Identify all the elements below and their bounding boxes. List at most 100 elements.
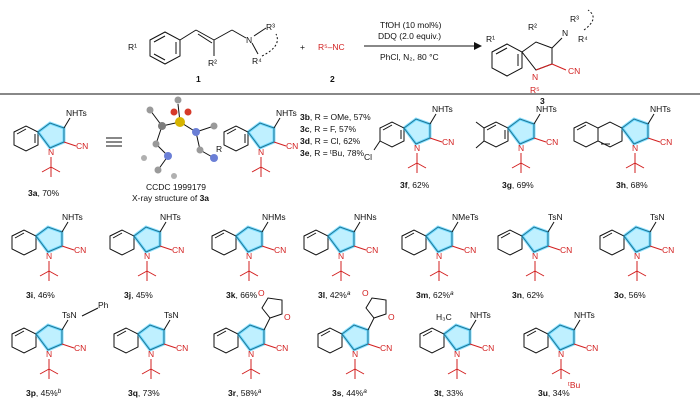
svg-text:3b, R = OMe, 57%: 3b, R = OMe, 57% (300, 112, 371, 122)
aryl-ring (523, 327, 549, 354)
svg-text:3c, R = F, 57%: 3c, R = F, 57% (300, 124, 356, 134)
tbu-methyl-1 (39, 270, 50, 277)
aryl-ring (109, 229, 135, 256)
aryl-ring (11, 229, 37, 256)
xray-caption-cpd: 3a (200, 193, 210, 203)
label-3e: 3e (300, 148, 310, 158)
n-3r: N (248, 349, 254, 359)
plus-sign: + (300, 42, 305, 52)
yield-3t: , 33% (442, 388, 464, 398)
label-3d: 3d (300, 136, 310, 146)
yield-3n: , 62% (522, 290, 544, 300)
cn-3j: CN (172, 245, 184, 255)
caption-3i: 3i, 46% (26, 290, 55, 300)
group-3u: NHTs (574, 310, 595, 320)
pyrrole-highlight (136, 323, 166, 352)
caption-3n: 3n, 62% (512, 290, 544, 300)
r1-label-3: R¹ (486, 34, 495, 44)
condition-line-2: DDQ (2.0 equiv.) (378, 31, 441, 41)
substrate-1: R¹ R² N R³ R⁴ 1 (128, 22, 278, 84)
nhts-3a: NHTs (66, 108, 87, 118)
tbu-methyl-2 (248, 270, 259, 277)
group-3n: TsN (548, 212, 563, 222)
reaction-arrow: TfOH (10 mol%) DDQ (2.0 equiv.) PhCl, N₂… (364, 20, 482, 62)
cn-bond (469, 343, 483, 349)
tbu-methyl-1 (331, 270, 342, 277)
pyrrole-highlight (622, 225, 652, 254)
n-3l: N (338, 251, 344, 261)
allyl-chain (81, 307, 99, 317)
caption-3s: 3s, 44%a (332, 388, 367, 399)
yield-3r: , 58% (236, 388, 258, 398)
group-3m: NMeTs (452, 212, 478, 222)
r2-label-1: R² (208, 58, 217, 68)
nhts-3f: NHTs (432, 104, 453, 114)
footnote-3r: a (258, 388, 262, 395)
n-3t: N (454, 349, 460, 359)
caption-3q: 3q, 73% (128, 388, 160, 398)
caption-3p: 3p, 45%b (26, 388, 62, 399)
ccdc-number: CCDC 1999179 (146, 182, 206, 192)
nhts-3g: NHTs (536, 104, 557, 114)
label-3a: 3a (28, 188, 38, 198)
tbu-methyl-2 (48, 270, 59, 277)
tbu-label-3u: ᵗBu (568, 380, 581, 390)
imide-bond (367, 317, 375, 331)
group-3t: NHTs (470, 310, 491, 320)
tbu-methyl-2 (250, 368, 261, 375)
cn-3s: CN (380, 343, 392, 353)
yield-3j: , 45% (131, 290, 153, 300)
cl-3f: Cl (364, 152, 372, 162)
text-3e: , R = ᵗBu, 78% (309, 148, 364, 158)
label-3p: 3p (26, 388, 36, 398)
yield-3h: , 68% (626, 180, 648, 190)
aryl-double-bond (422, 330, 433, 337)
svg-text:3f, 62%: 3f, 62% (400, 180, 430, 190)
cn-3h: CN (660, 137, 672, 147)
cn-3t: CN (482, 343, 494, 353)
aryl-double-bond (216, 330, 227, 337)
svg-text:3h, 68%: 3h, 68% (616, 180, 648, 190)
tbu-methyl-2 (560, 368, 571, 375)
cn-bond (61, 343, 75, 349)
compound-3h: NHTs CN N 3h, 68% (573, 104, 672, 190)
yield-3u: , 34% (548, 388, 570, 398)
n-3m: N (436, 251, 442, 261)
yield-3p: , 45% (36, 388, 58, 398)
label-3q: 3q (128, 388, 138, 398)
equivalence-sign (106, 137, 122, 147)
yield-3l: , 42% (325, 290, 347, 300)
label-3k: 3k (226, 290, 236, 300)
amide-bond (163, 319, 171, 331)
tbu-methyl-1 (627, 270, 638, 277)
compound-3f: Cl NHTs CN N 3f, 62% (364, 104, 454, 190)
cn-3u: CN (586, 343, 598, 353)
amide-bond (649, 221, 657, 233)
oxygen-1-3s: O (362, 288, 369, 298)
cn-bond (573, 343, 587, 349)
aryl-double-bond (320, 330, 331, 337)
footnote-3l: a (347, 290, 351, 297)
cn-bond (547, 245, 561, 251)
tbu-methyl-2 (636, 270, 647, 277)
text-3d: , R = Cl, 62% (310, 136, 361, 146)
tbu-methyl-1 (551, 368, 562, 375)
amide-bond (159, 221, 167, 233)
caption-3r: 3r, 58%a (228, 388, 262, 399)
caption-3t: 3t, 33% (434, 388, 464, 398)
compound-3g: NHTs CN N 3g, 69% (475, 104, 558, 190)
cn-3l: CN (366, 245, 378, 255)
imide-bond (263, 317, 271, 331)
aryl-double-bond (14, 232, 25, 239)
n-3f: N (414, 143, 420, 153)
xray-caption: X-ray structure of (132, 193, 200, 203)
tbu-methyl-1 (241, 368, 252, 375)
r3-label-3: R³ (570, 14, 579, 24)
imide-ring (365, 297, 387, 319)
